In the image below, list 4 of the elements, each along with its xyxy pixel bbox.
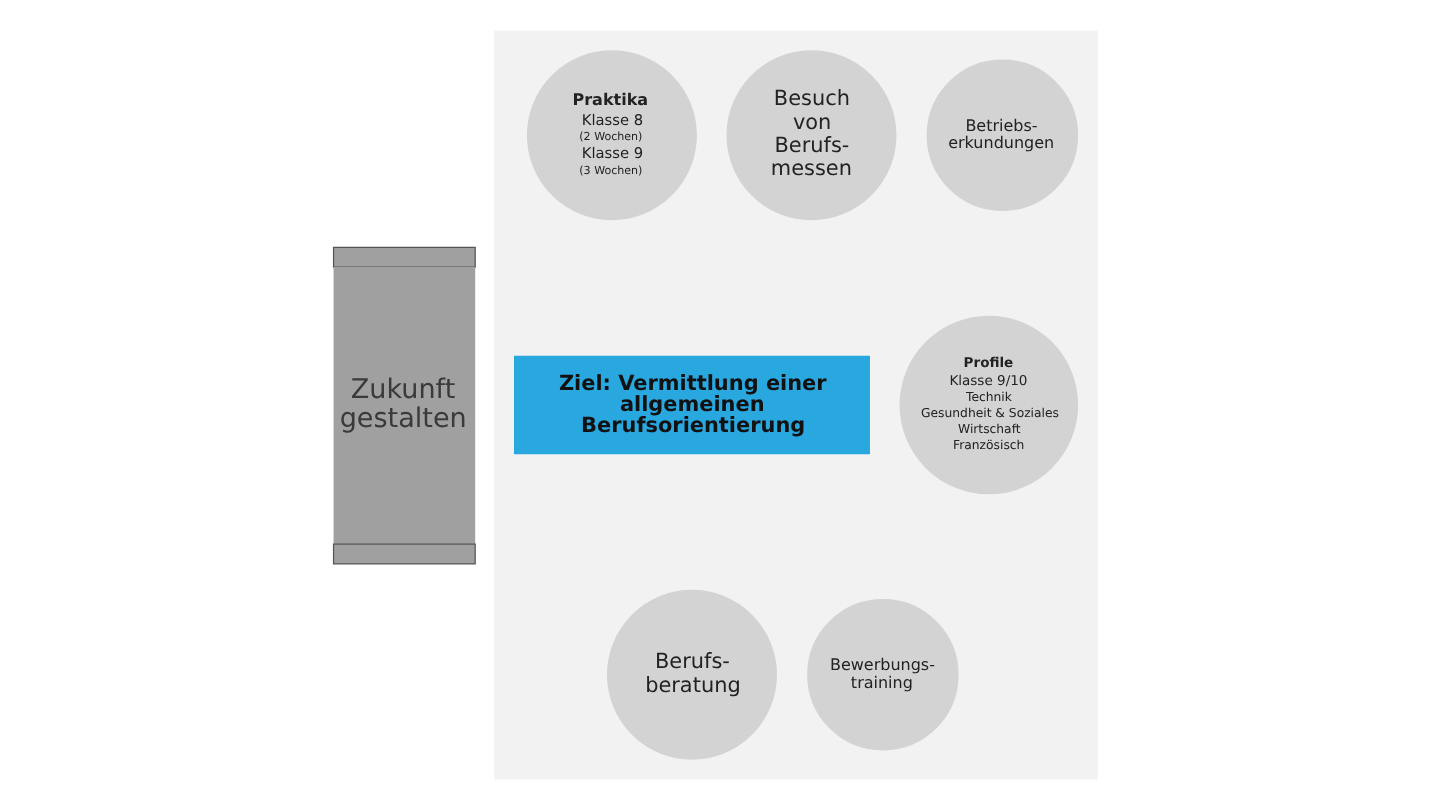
node-box: Ziel: Vermittlung einer allgemeinen Berufsorientierung [514, 355, 870, 455]
cluster [494, 30, 1098, 780]
node-circle: Berufs- beratung [607, 589, 777, 760]
node-circle: Besuch von Berufs- messen [726, 50, 897, 221]
